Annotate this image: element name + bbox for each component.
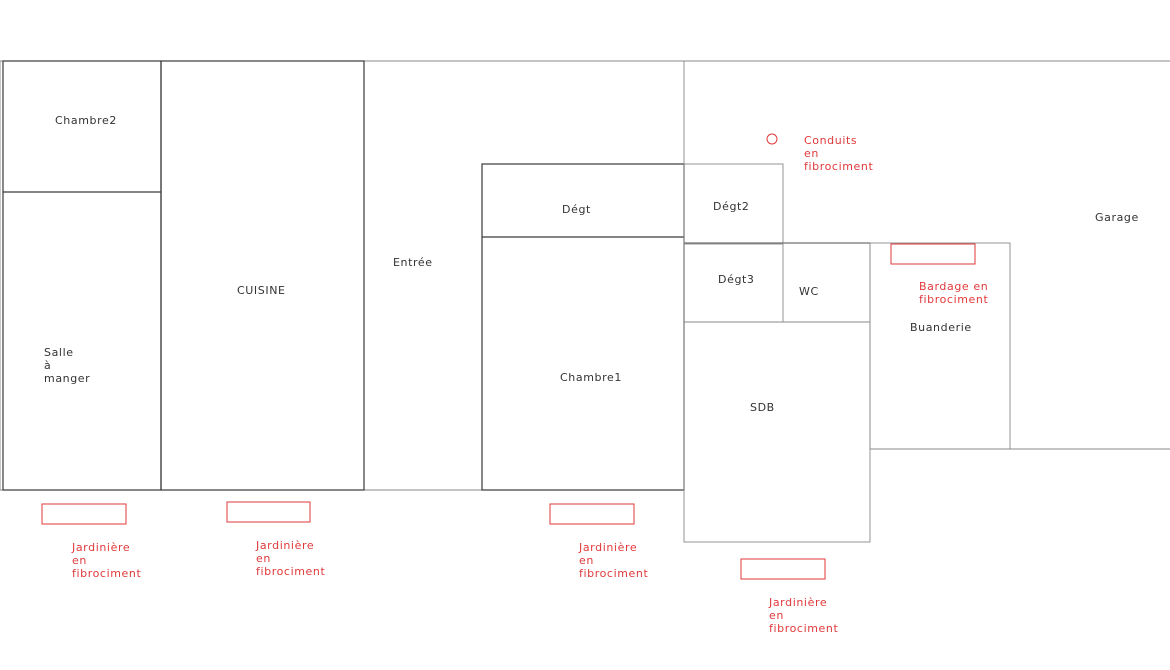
jardiniere1-label-2: en <box>72 554 87 567</box>
conduit-marker <box>766 133 778 145</box>
label-salle-3: manger <box>44 372 90 385</box>
jardiniere-marker-4 <box>740 558 826 580</box>
label-chambre1: Chambre1 <box>560 371 622 384</box>
conduits-label-1: Conduits <box>804 134 857 147</box>
jardiniere3-label-1: Jardinière <box>578 541 637 554</box>
jardiniere-marker-1 <box>41 503 127 525</box>
jardiniere3-label-3: fibrociment <box>579 567 648 580</box>
label-sdb: SDB <box>750 401 775 414</box>
jardiniere4-label-2: en <box>769 609 784 622</box>
jardiniere2-label-2: en <box>256 552 271 565</box>
label-salle-1: Salle <box>44 346 74 359</box>
jardiniere4-label-1: Jardinière <box>768 596 827 609</box>
jardiniere1-label-3: fibrociment <box>72 567 141 580</box>
bardage-label-2: fibrociment <box>919 293 988 306</box>
sdb-block <box>683 242 871 543</box>
conduits-label-3: fibrociment <box>804 160 873 173</box>
bardage-marker <box>890 243 976 265</box>
cuisine-room <box>160 60 365 491</box>
label-garage: Garage <box>1095 211 1139 224</box>
jardiniere-marker-3 <box>549 503 635 525</box>
label-degt3: Dégt3 <box>718 273 755 286</box>
degt2-room <box>683 163 784 245</box>
label-salle-2: à <box>44 359 51 372</box>
label-degt: Dégt <box>562 203 591 216</box>
label-degt2: Dégt2 <box>713 200 750 213</box>
label-entree: Entrée <box>393 256 433 269</box>
jardiniere1-label-1: Jardinière <box>71 541 130 554</box>
label-chambre2: Chambre2 <box>55 114 117 127</box>
jardiniere3-label-2: en <box>579 554 594 567</box>
conduits-label-2: en <box>804 147 819 160</box>
label-buanderie: Buanderie <box>910 321 972 334</box>
buanderie-room <box>869 242 1011 450</box>
jardiniere-marker-2 <box>226 501 311 523</box>
jardiniere4-label-3: fibrociment <box>769 622 838 635</box>
label-cuisine: CUISINE <box>237 284 286 297</box>
jardiniere2-label-3: fibrociment <box>256 565 325 578</box>
jardiniere2-label-1: Jardinière <box>255 539 314 552</box>
bardage-label-1: Bardage en <box>919 280 988 293</box>
label-wc: WC <box>799 285 819 298</box>
